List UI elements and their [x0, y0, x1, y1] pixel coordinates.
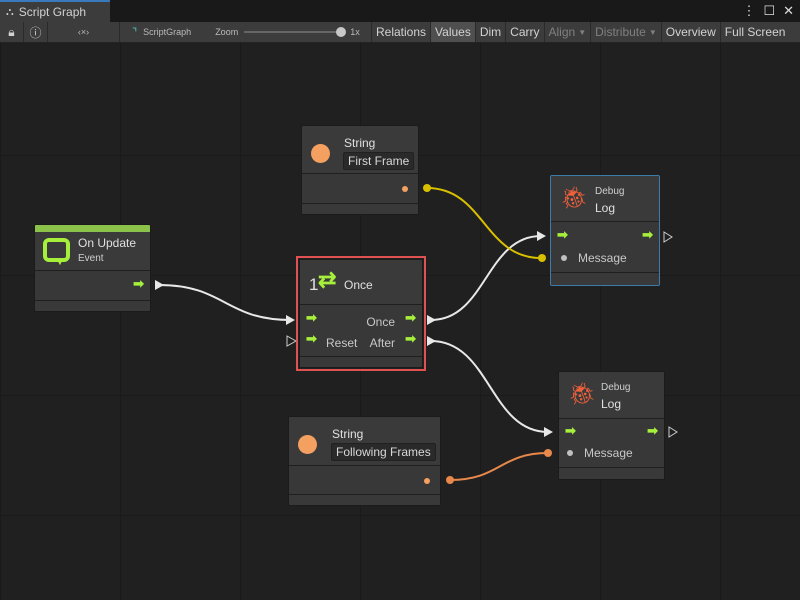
selection-outline — [296, 256, 426, 371]
caret-down-icon: ▼ — [578, 27, 587, 37]
lock-button[interactable]: 🔒︎ — [0, 22, 24, 42]
info-icon: ⓘ — [29, 25, 42, 40]
string-value-field[interactable]: First Frame — [343, 152, 415, 170]
flow-output-port[interactable] — [668, 426, 678, 438]
input-port[interactable] — [544, 449, 552, 457]
string-node-first-frame[interactable]: String First Frame — [301, 125, 419, 215]
flow-connection[interactable] — [430, 340, 549, 433]
flow-output-port[interactable] — [427, 315, 436, 325]
lock-icon: 🔒︎ — [8, 24, 15, 39]
flow-arrow-icon: ➡ — [557, 227, 568, 242]
repeat-icon: ⇄ — [318, 267, 337, 292]
flow-output-port[interactable] — [663, 231, 673, 243]
flow-input-port[interactable] — [537, 231, 546, 241]
flow-arrow-icon: ➡ — [306, 331, 317, 346]
flow-input-port[interactable] — [544, 427, 553, 437]
graph-breadcrumb[interactable]: ⌝ ScriptGraph Zoom 1x — [120, 22, 372, 42]
flow-arrow-icon: ➡ — [405, 310, 416, 325]
tab-script-graph[interactable]: ⛬ Script Graph — [0, 0, 110, 22]
update-loop-icon — [43, 238, 70, 262]
toolbar: 🔒︎ ⓘ ‹×› ⌝ ScriptGraph Zoom 1x Relations… — [0, 22, 800, 43]
close-icon[interactable]: ✕ — [783, 3, 794, 18]
string-value-field[interactable]: Following Frames — [331, 443, 436, 461]
value-connection[interactable] — [426, 187, 542, 259]
debug-log-node[interactable]: 🐞︎ Debug Log ➡ ➡ Message — [550, 175, 660, 286]
value-port-dot — [402, 186, 408, 192]
bug-icon: 🐞︎ — [568, 381, 596, 406]
carry-button[interactable]: Carry — [506, 22, 545, 42]
bug-icon: 🐞︎ — [560, 185, 588, 210]
relations-button[interactable]: Relations — [372, 22, 432, 42]
string-icon — [311, 144, 330, 163]
info-button[interactable]: ⓘ — [24, 22, 48, 42]
value-port-dot — [567, 450, 573, 456]
distribute-dropdown[interactable]: Distribute▼ — [591, 22, 662, 42]
values-button[interactable]: Values — [431, 22, 476, 42]
value-port-dot — [424, 478, 430, 484]
output-port[interactable] — [446, 476, 454, 484]
hierarchy-icon: ⛬ — [6, 5, 14, 18]
flow-output-port[interactable] — [427, 336, 436, 346]
flow-arrow-icon: ➡ — [405, 331, 416, 346]
value-port-dot — [561, 255, 567, 261]
string-node-following-frames[interactable]: String Following Frames — [288, 416, 441, 506]
string-icon — [298, 435, 317, 454]
on-update-event-node[interactable]: ▼ On Update Event ➡ — [34, 224, 151, 312]
flow-arrow-icon: ➡ — [133, 276, 144, 291]
full-screen-button[interactable]: Full Screen — [724, 25, 786, 39]
zoom-slider-handle[interactable] — [336, 27, 347, 37]
output-port[interactable] — [423, 184, 431, 192]
flow-connection[interactable] — [430, 235, 542, 321]
graph-icon: ⌝ — [132, 26, 138, 39]
maximize-icon[interactable]: ☐ — [763, 3, 776, 18]
flow-input-port[interactable] — [286, 315, 295, 325]
flow-arrow-icon: ➡ — [642, 227, 653, 242]
flow-connection[interactable] — [158, 284, 292, 321]
embed-button[interactable]: ‹×› — [48, 22, 120, 42]
once-node[interactable]: 1 ⇄ Once ➡ Once ➡ ➡ Reset After ➡ — [299, 259, 423, 368]
input-port[interactable] — [538, 254, 546, 262]
debug-log-node[interactable]: 🐞︎ Debug Log ➡ ➡ Message — [558, 371, 665, 480]
align-dropdown[interactable]: Align▼ — [545, 22, 592, 42]
dim-button[interactable]: Dim — [476, 22, 507, 42]
value-connection[interactable] — [449, 452, 549, 481]
tab-bar: ⛬ Script Graph ⋮ ☐ ✕ — [0, 0, 800, 22]
overview-button[interactable]: Overview — [662, 22, 721, 42]
flow-arrow-icon: ➡ — [647, 423, 658, 438]
zoom-slider[interactable] — [244, 27, 347, 37]
update-loop-arrow: ▼ — [54, 254, 66, 268]
code-icon: ‹×› — [77, 27, 90, 37]
caret-down-icon: ▼ — [648, 27, 657, 37]
flow-arrow-icon: ➡ — [565, 423, 576, 438]
flow-output-port[interactable] — [155, 280, 164, 290]
flow-arrow-icon: ➡ — [306, 310, 317, 325]
flow-input-port[interactable] — [286, 335, 298, 347]
kebab-icon[interactable]: ⋮ — [742, 3, 756, 18]
